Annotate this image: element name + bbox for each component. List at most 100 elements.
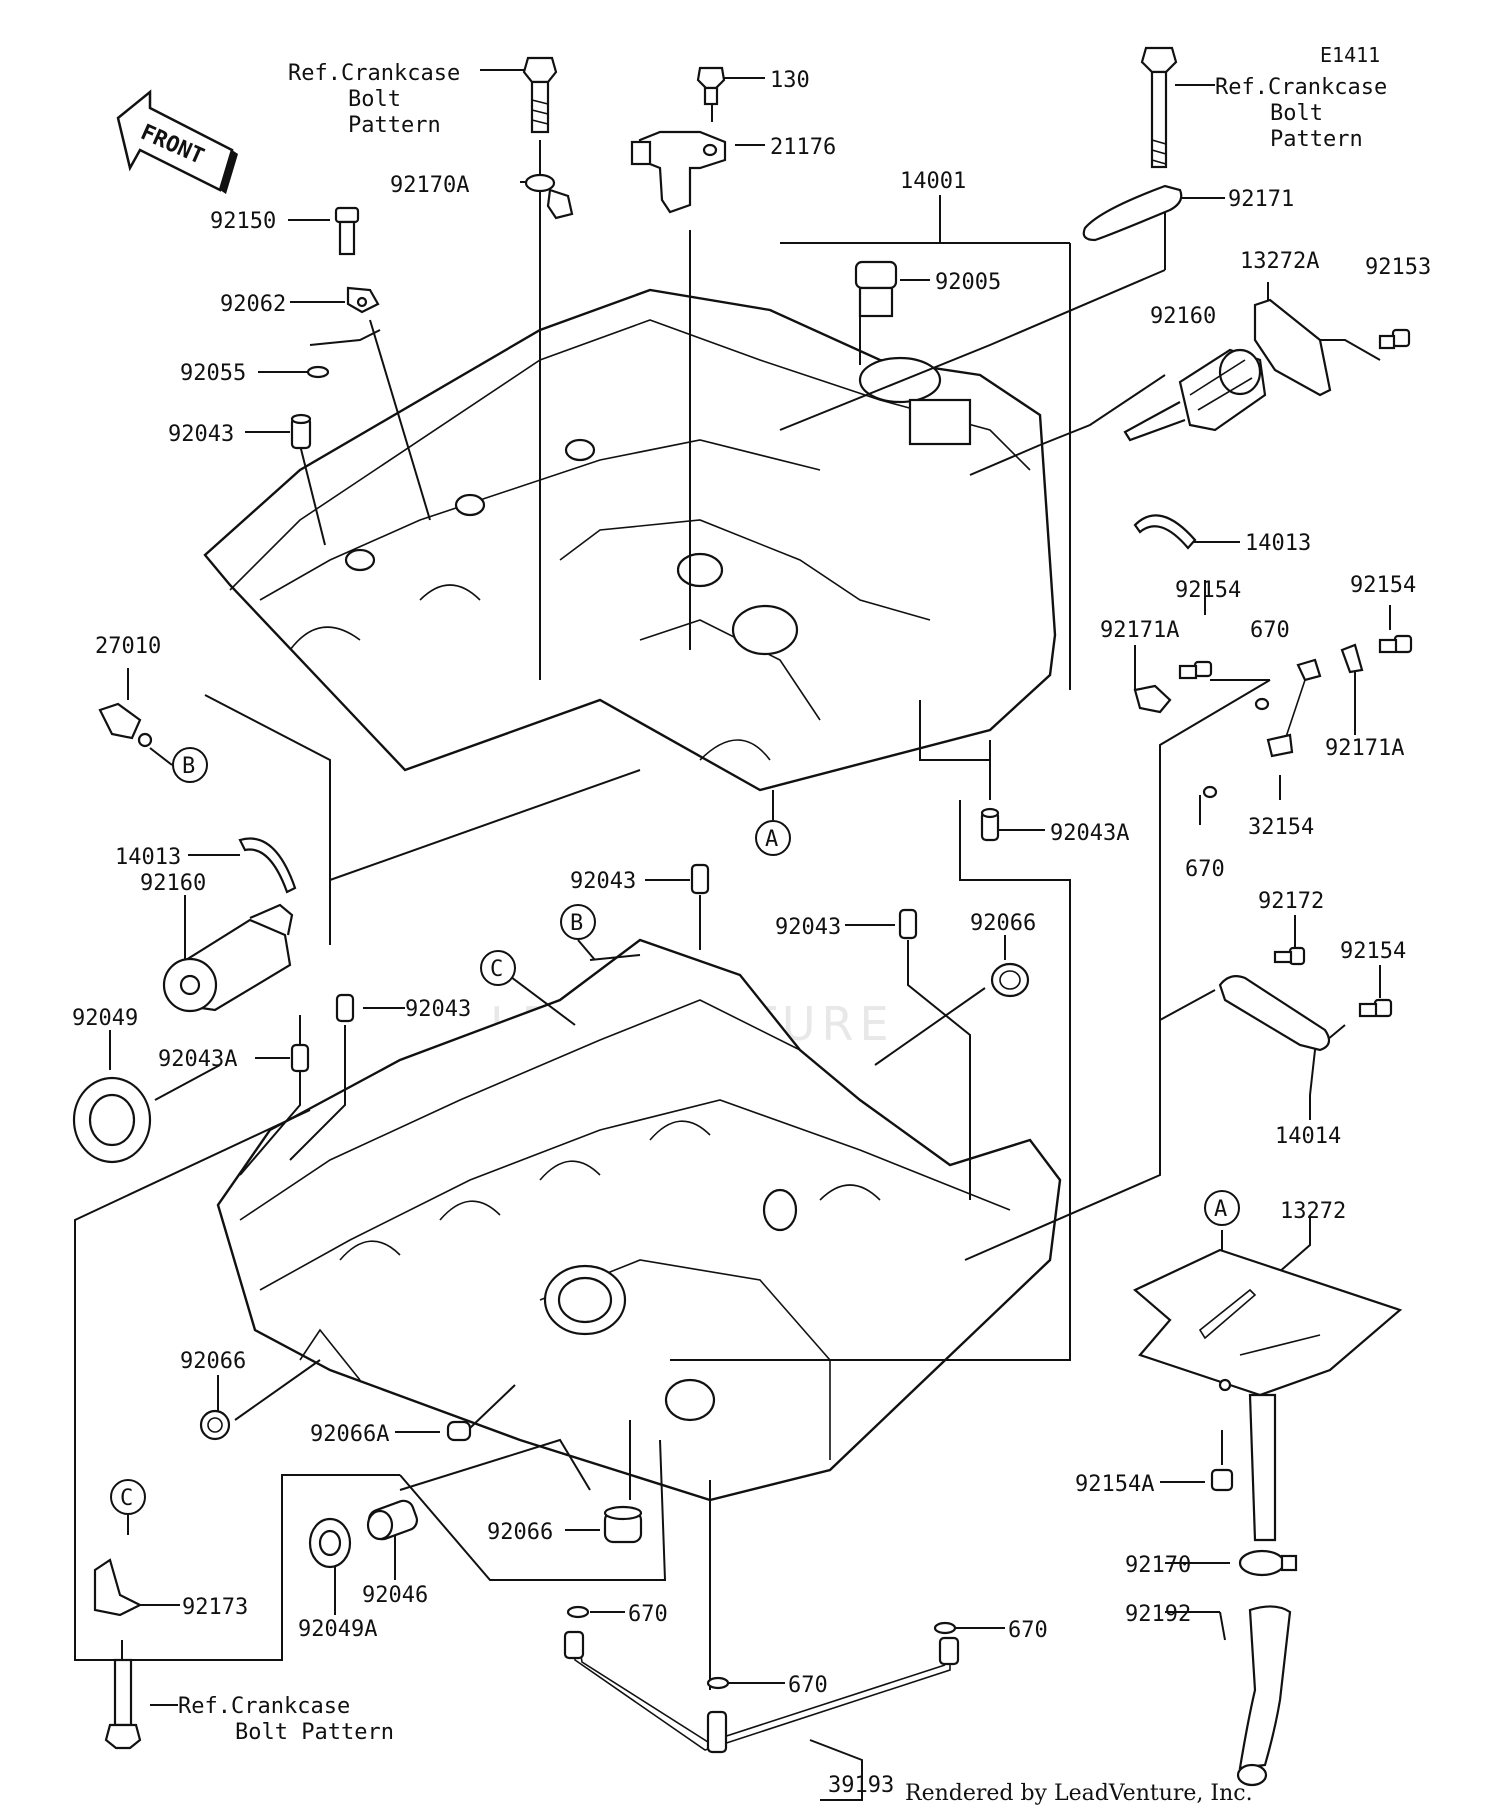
ref-note-b-2: Bolt Pattern — [235, 1720, 394, 1745]
bolt-92154A-icon — [1210, 1468, 1234, 1492]
bolt-92154-a-icon — [1178, 660, 1213, 680]
label-92154A: 92154A — [1075, 1472, 1154, 1497]
label-92171: 92171 — [1228, 187, 1294, 212]
label-92154-c: 92154 — [1340, 939, 1406, 964]
label-92043-c: 92043 — [775, 915, 841, 940]
label-13272: 13272 — [1280, 1199, 1346, 1224]
label-14013-right: 14013 — [1245, 531, 1311, 556]
bracket-92173-icon — [93, 1558, 143, 1617]
label-39193: 39193 — [828, 1773, 894, 1798]
plate-13272-icon — [1132, 1248, 1403, 1397]
sensor-27010-icon — [98, 702, 153, 748]
label-670-b: 670 — [1185, 857, 1225, 882]
bearing-92046-icon — [366, 1499, 419, 1541]
svg-text:A: A — [1214, 1197, 1227, 1222]
label-92043-a: 92043 — [168, 422, 234, 447]
plug-92066-b-icon — [199, 1409, 231, 1441]
label-92043A-a: 92043A — [1050, 821, 1129, 846]
pipe-32154-icon — [1266, 658, 1322, 758]
label-92049: 92049 — [72, 1006, 138, 1031]
label-14014: 14014 — [1275, 1124, 1341, 1149]
label-92066-c: 92066 — [487, 1520, 553, 1545]
labels: E1411 Ref.Crankcase Bolt Pattern Ref.Cra… — [72, 43, 1431, 1806]
label-670-a: 670 — [1250, 618, 1290, 643]
dowel-92043-c-icon — [898, 908, 918, 940]
oring-670-c-icon — [566, 1605, 590, 1619]
oring-670-e-icon — [933, 1621, 957, 1635]
hose-92192-icon — [1238, 1605, 1292, 1770]
clip-92062-icon — [346, 286, 380, 314]
svg-text:C: C — [120, 1486, 133, 1511]
label-670-e: 670 — [1008, 1618, 1048, 1643]
label-92066A: 92066A — [310, 1422, 389, 1447]
ref-note-tr-1: Ref.Crankcase — [1215, 75, 1387, 100]
label-92005: 92005 — [935, 270, 1001, 295]
oring-670-a-icon — [1254, 697, 1270, 711]
plate-92171-icon — [1082, 184, 1183, 242]
label-130: 130 — [770, 68, 810, 93]
label-92170A: 92170A — [390, 173, 469, 198]
label-92066-b: 92066 — [180, 1349, 246, 1374]
dowel-92043-b-icon — [690, 863, 710, 895]
svg-text:B: B — [570, 911, 583, 936]
leader-lines — [74, 69, 1391, 1801]
label-92150: 92150 — [210, 209, 276, 234]
label-92043-b: 92043 — [570, 869, 636, 894]
label-92154-a: 92154 — [1175, 578, 1241, 603]
label-92046: 92046 — [362, 1583, 428, 1608]
bolt-92153-icon — [1378, 328, 1411, 350]
ref-note-tr-3: Pattern — [1270, 127, 1363, 152]
label-27010: 27010 — [95, 634, 161, 659]
bracket-13272A-icon — [1253, 298, 1332, 397]
label-92154-b: 92154 — [1350, 573, 1416, 598]
credit-text: Rendered by LeadVenture, Inc. — [905, 1781, 1253, 1806]
bolt-92150-icon — [334, 206, 360, 256]
bolt-top-right-icon — [1140, 46, 1178, 169]
label-92049A: 92049A — [298, 1617, 377, 1642]
ref-note-tl-3: Pattern — [348, 113, 441, 138]
callout-a-top: A — [755, 790, 791, 856]
pipe-39193-icon — [563, 1630, 960, 1754]
dowel-92043A-right-icon — [980, 807, 1000, 842]
label-14001: 14001 — [900, 169, 966, 194]
upper-crankcase — [203, 288, 1057, 792]
bracket-92171A-left-icon — [1133, 684, 1172, 714]
bolt-bottom-icon — [104, 1658, 142, 1750]
fitting-92005-icon — [854, 260, 898, 318]
label-92055: 92055 — [180, 361, 246, 386]
bolt-92154-b-icon — [1378, 634, 1413, 654]
sensor-21176-icon — [630, 130, 727, 214]
dowel-92043-icon — [290, 413, 312, 450]
svg-text:C: C — [490, 957, 503, 982]
plate-14014-icon — [1218, 975, 1331, 1052]
label-92171A-a: 92171A — [1100, 618, 1179, 643]
label-670-d: 670 — [788, 1673, 828, 1698]
callout-b-mid: B — [560, 904, 596, 961]
callout-a-plate: A — [1204, 1190, 1240, 1226]
ref-note-tl-2: Bolt — [348, 87, 401, 112]
label-92170: 92170 — [1125, 1553, 1191, 1578]
callout-c-left: C — [110, 1479, 146, 1515]
label-92172: 92172 — [1258, 889, 1324, 914]
label-92043A-b: 92043A — [158, 1047, 237, 1072]
ref-note-tr-2: Bolt — [1270, 101, 1323, 126]
label-14013-left: 14013 — [115, 845, 181, 870]
dowel-92043A-left-icon — [290, 1043, 310, 1073]
small-parts — [72, 46, 1413, 1787]
label-92192: 92192 — [1125, 1602, 1191, 1627]
bolt-92154-c-icon — [1358, 998, 1393, 1018]
ref-note-tl-1: Ref.Crankcase — [288, 61, 460, 86]
plug-92066-a-icon — [990, 962, 1030, 998]
label-92160-right: 92160 — [1150, 304, 1216, 329]
dowel-92043-d-icon — [335, 993, 355, 1023]
label-92160-left: 92160 — [140, 871, 206, 896]
label-92171A-b: 92171A — [1325, 736, 1404, 761]
svg-text:A: A — [765, 827, 778, 852]
callout-b-left: B — [172, 747, 208, 783]
callout-c-mid: C — [480, 950, 516, 986]
label-92062: 92062 — [220, 292, 286, 317]
plug-92066-c-icon — [603, 1505, 643, 1544]
label-92066-a: 92066 — [970, 911, 1036, 936]
label-92043-d: 92043 — [405, 997, 471, 1022]
